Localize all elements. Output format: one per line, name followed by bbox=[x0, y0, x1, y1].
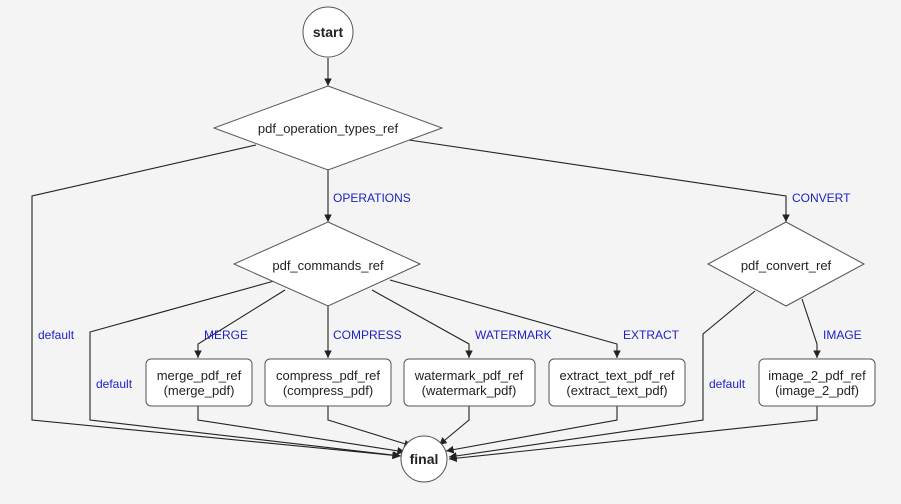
edge-label-compress: COMPRESS bbox=[333, 328, 402, 342]
edge-label-operations: OPERATIONS bbox=[333, 191, 411, 205]
node-image-2-pdf-ref-line1: image_2_pdf_ref bbox=[768, 368, 866, 383]
edge-image bbox=[801, 298, 821, 358]
node-image-2-pdf-ref[interactable]: image_2_pdf_ref (image_2_pdf) bbox=[758, 358, 876, 407]
node-compress-pdf-ref-line1: compress_pdf_ref bbox=[276, 368, 380, 383]
edge-watermark bbox=[371, 289, 473, 358]
node-watermark-pdf-ref-line2: (watermark_pdf) bbox=[422, 383, 517, 398]
node-merge-pdf-ref-line2: (merge_pdf) bbox=[164, 383, 235, 398]
edge-extract bbox=[389, 279, 621, 358]
edge-label-default-convert: default bbox=[709, 377, 746, 391]
node-pdf-convert-ref-label: pdf_convert_ref bbox=[741, 258, 832, 273]
node-compress-pdf-ref[interactable]: compress_pdf_ref (compress_pdf) bbox=[264, 358, 392, 407]
node-image-2-pdf-ref-line2: (image_2_pdf) bbox=[775, 383, 859, 398]
edge-default-convert bbox=[448, 290, 756, 460]
node-pdf-commands-ref-label: pdf_commands_ref bbox=[272, 258, 384, 273]
edge-extract-to-final bbox=[445, 406, 618, 454]
node-extract-text-pdf-ref-line2: (extract_text_pdf) bbox=[566, 383, 667, 398]
edge-default-operation-types bbox=[31, 144, 401, 460]
edge-label-merge: MERGE bbox=[204, 328, 248, 342]
node-pdf-commands-ref[interactable]: pdf_commands_ref bbox=[232, 221, 422, 307]
edge-watermark-to-final bbox=[438, 406, 470, 446]
node-merge-pdf-ref-line1: merge_pdf_ref bbox=[157, 368, 242, 383]
node-final[interactable]: final bbox=[400, 435, 448, 483]
edge-label-default-commands: default bbox=[96, 377, 133, 391]
edge-convert bbox=[408, 139, 790, 222]
node-pdf-operation-types-ref[interactable]: pdf_operation_types_ref bbox=[212, 85, 444, 171]
node-pdf-operation-types-ref-label: pdf_operation_types_ref bbox=[258, 121, 399, 136]
edge-merge bbox=[194, 289, 286, 358]
edge-label-convert: CONVERT bbox=[792, 191, 851, 205]
edge-default-commands bbox=[89, 280, 402, 459]
edge-label-default-operation-types: default bbox=[38, 328, 75, 342]
edge-labels: OPERATIONS CONVERT default MERGE COMPRES… bbox=[38, 191, 862, 391]
node-final-label: final bbox=[410, 451, 439, 467]
node-watermark-pdf-ref-line1: watermark_pdf_ref bbox=[414, 368, 524, 383]
edge-image-to-final bbox=[448, 406, 818, 463]
node-start[interactable]: start bbox=[302, 6, 354, 58]
node-compress-pdf-ref-line2: (compress_pdf) bbox=[283, 383, 373, 398]
node-watermark-pdf-ref[interactable]: watermark_pdf_ref (watermark_pdf) bbox=[403, 358, 536, 407]
edge-merge-to-final bbox=[197, 406, 406, 455]
node-merge-pdf-ref[interactable]: merge_pdf_ref (merge_pdf) bbox=[145, 358, 253, 407]
node-extract-text-pdf-ref[interactable]: extract_text_pdf_ref (extract_text_pdf) bbox=[548, 358, 686, 407]
node-extract-text-pdf-ref-line1: extract_text_pdf_ref bbox=[560, 368, 675, 383]
edges bbox=[31, 58, 821, 463]
edge-label-extract: EXTRACT bbox=[623, 328, 680, 342]
edge-label-watermark: WATERMARK bbox=[475, 328, 552, 342]
edge-label-image: IMAGE bbox=[823, 328, 862, 342]
node-start-label: start bbox=[313, 24, 344, 40]
edge-compress-to-final bbox=[327, 406, 413, 448]
node-pdf-convert-ref[interactable]: pdf_convert_ref bbox=[706, 221, 866, 307]
